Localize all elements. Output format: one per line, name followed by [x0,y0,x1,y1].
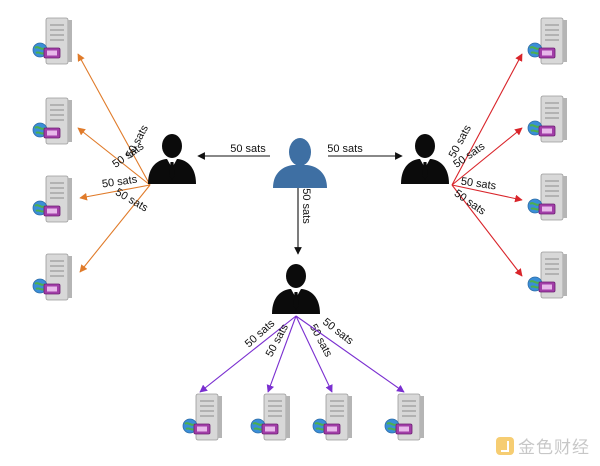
edge-label-origin-left: 50 sats [230,143,266,155]
edge-bottom-3 [295,315,333,393]
right-server-icon-3 [527,173,567,221]
right-server-icon-1 [527,17,567,65]
edge-left-1 [77,53,151,186]
edge-right-4 [451,184,523,277]
left-hub-person-icon [148,134,196,184]
bottom-hub-person-icon [272,264,320,314]
left-server-icon-2 [32,97,72,145]
right-server-icon-4 [527,251,567,299]
edge-bottom-1 [199,315,297,393]
bottom-server-icon-3 [312,393,352,441]
right-hub-person-icon [401,134,449,184]
edge-right-1 [451,53,523,186]
watermark-logo-icon [496,436,514,455]
edge-left-4 [79,184,151,273]
origin-person-icon [272,132,328,188]
watermark-text: 金色财经 [518,438,590,458]
edge-right-3 [451,184,523,203]
left-server-icon-1 [32,17,72,65]
edge-label-left-4: 50 sats [113,186,150,214]
right-server-icon-2 [527,95,567,143]
bottom-server-icon-1 [182,393,222,441]
edge-label-right-3: 50 sats [460,176,497,193]
edge-bottom-2 [266,315,297,393]
edge-right-2 [451,127,523,186]
edge-label-origin-right: 50 sats [327,143,363,155]
watermark: 金色财经 [496,433,590,458]
bottom-server-icon-2 [250,393,290,441]
bottom-server-icon-4 [384,393,424,441]
edge-label-left-3: 50 sats [101,174,138,191]
left-server-icon-3 [32,175,72,223]
left-server-icon-4 [32,253,72,301]
edge-bottom-4 [295,315,405,393]
edge-label-origin-bottom: 50 sats [300,188,312,224]
edge-left-3 [79,184,151,201]
edge-left-2 [77,127,151,186]
